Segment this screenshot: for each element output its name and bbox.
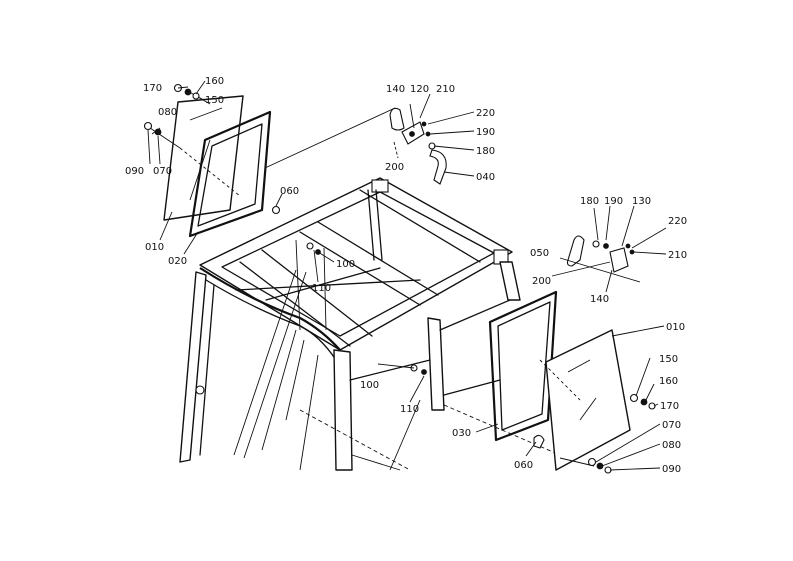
label-180-top: 180 <box>476 146 495 157</box>
label-220-right: 220 <box>668 216 687 227</box>
label-200-top: 200 <box>385 162 404 173</box>
label-060-right: 060 <box>514 460 533 471</box>
label-100-top: 100 <box>336 259 355 270</box>
label-010-left: 010 <box>145 242 164 253</box>
door-handle-assembly-top <box>389 93 475 185</box>
label-070-left: 070 <box>153 166 172 177</box>
label-070-right: 070 <box>662 420 681 431</box>
label-040: 040 <box>476 172 495 183</box>
label-160-right: 160 <box>659 376 678 387</box>
label-150-left: 150 <box>205 95 224 106</box>
label-020: 020 <box>168 256 187 267</box>
label-200-right: 200 <box>532 276 551 287</box>
cab-frame <box>179 107 561 471</box>
frame-bolts <box>306 242 427 403</box>
window-glass-right <box>545 329 631 471</box>
right-window-assembly <box>488 290 665 474</box>
window-glass-left <box>163 95 244 221</box>
label-160-left: 160 <box>205 76 224 87</box>
latch-bracket-140 <box>389 107 405 131</box>
label-010-right: 010 <box>666 322 685 333</box>
label-170-right: 170 <box>660 401 679 412</box>
label-150-right: 150 <box>659 354 678 365</box>
label-120: 120 <box>410 84 429 95</box>
front-header <box>199 267 341 351</box>
label-090-left: 090 <box>125 166 144 177</box>
label-030: 030 <box>452 428 471 439</box>
label-140-top: 140 <box>386 84 405 95</box>
label-210-right: 210 <box>668 250 687 261</box>
label-110-top: 110 <box>312 283 331 294</box>
window-seal-right <box>488 290 558 442</box>
handle-050 <box>566 235 585 267</box>
leader-lines <box>147 80 661 471</box>
latch-plate-130 <box>609 247 629 273</box>
label-190-right: 190 <box>604 196 623 207</box>
label-130: 130 <box>632 196 651 207</box>
label-180-right: 180 <box>580 196 599 207</box>
door-handle-assembly-right <box>551 205 667 293</box>
label-220-top: 220 <box>476 108 495 119</box>
label-190-top: 190 <box>476 127 495 138</box>
right-front-pillar <box>333 349 353 471</box>
label-080-right: 080 <box>662 440 681 451</box>
part-labels: 170 160 150 080 070 090 010 020 060 100 … <box>125 76 687 475</box>
door-handle-040 <box>429 149 447 185</box>
rear-pillar <box>427 317 445 411</box>
label-140-right: 140 <box>590 294 609 305</box>
label-210-top: 210 <box>436 84 455 95</box>
label-100-bottom: 100 <box>360 380 379 391</box>
label-170-left: 170 <box>143 83 162 94</box>
label-050: 050 <box>530 248 549 259</box>
label-060-left: 060 <box>280 186 299 197</box>
left-front-pillar <box>179 271 207 463</box>
window-seal-left <box>188 110 272 238</box>
label-110-bottom: 110 <box>400 404 419 415</box>
label-080-left: 080 <box>158 107 177 118</box>
left-window-assembly <box>143 83 281 238</box>
label-090-right: 090 <box>662 464 681 475</box>
